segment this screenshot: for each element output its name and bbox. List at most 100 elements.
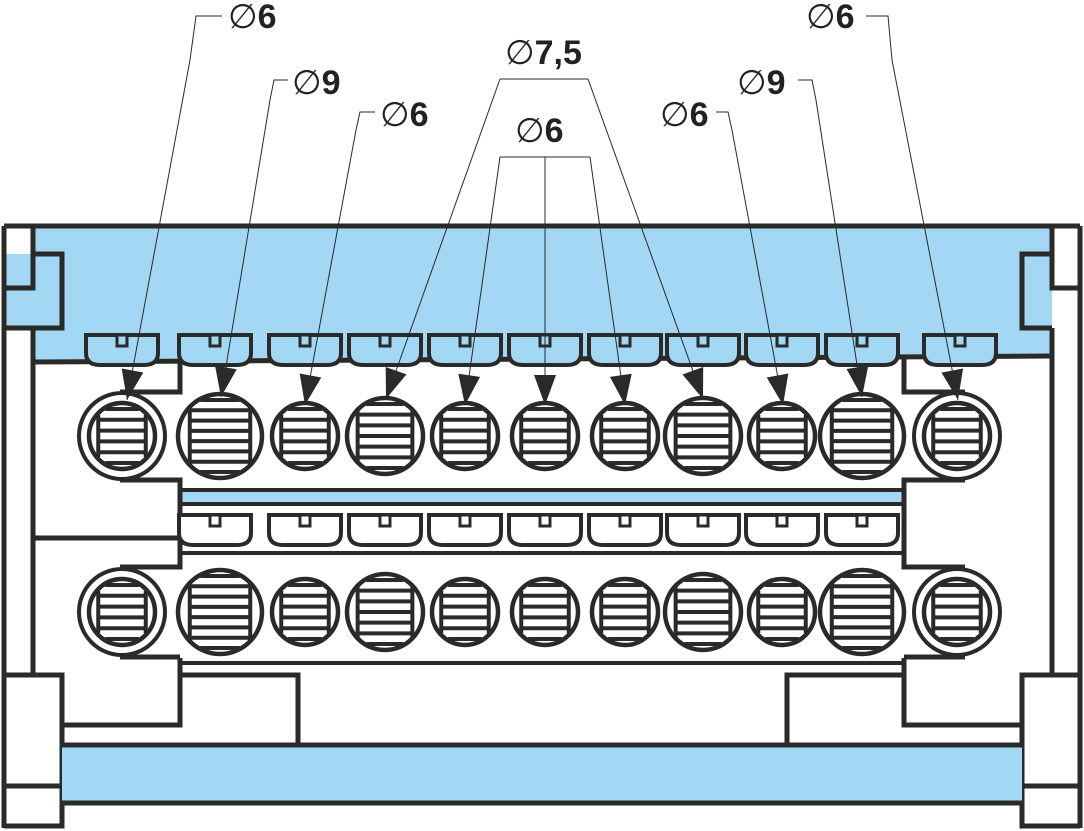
screw-slot — [696, 513, 710, 528]
screw-tab — [177, 513, 253, 547]
screw-slot — [458, 513, 472, 528]
arrowhead — [609, 373, 632, 405]
leader-line — [220, 99, 271, 398]
arrowhead — [121, 368, 144, 400]
clamp-hole-7-5 — [344, 571, 426, 653]
screw-tab — [267, 333, 343, 367]
screw-tab — [347, 513, 423, 547]
screw-slot — [696, 333, 710, 348]
leader-line — [304, 129, 357, 406]
hole-circle — [175, 567, 265, 657]
clamp-hole-6 — [429, 576, 501, 648]
arrowhead — [682, 367, 704, 399]
clamp-hole-6 — [912, 567, 1002, 657]
screw-slot — [298, 513, 312, 528]
callout-label-c4: ∅7,5 — [505, 34, 582, 72]
clamp-hole-6 — [77, 567, 167, 657]
callout-label-c8: ∅6 — [806, 0, 855, 36]
screw-slot — [378, 513, 392, 528]
outer-ring — [77, 567, 167, 657]
callout-leaders — [121, 15, 964, 406]
callout-label-c5: ∅6 — [515, 112, 564, 150]
clamp-hole-7-5 — [344, 395, 426, 477]
screw-tab — [84, 333, 160, 367]
callout-label-c2: ∅9 — [292, 64, 341, 102]
screw-tab — [507, 513, 583, 547]
callout-label-c6: ∅6 — [660, 96, 709, 134]
right-end-clamp — [1019, 223, 1083, 829]
screw-slot — [298, 333, 312, 348]
hole-circle — [817, 567, 907, 657]
clamp-hole-6 — [509, 576, 581, 648]
leader-line — [587, 78, 704, 400]
clamp-hole-6 — [77, 391, 167, 481]
clamp-hole-6 — [746, 576, 818, 648]
screw-slot — [208, 333, 222, 348]
outer-ring — [77, 391, 167, 481]
middle-strip — [180, 488, 904, 506]
screw-tab — [427, 513, 503, 547]
screw-tab — [587, 333, 663, 367]
arrowhead — [846, 365, 869, 397]
screw-tab — [665, 333, 741, 367]
screw-tab — [427, 333, 503, 367]
screw-tab — [922, 333, 998, 367]
clamp-hole-6 — [269, 400, 341, 472]
callout-label-c1: ∅6 — [228, 0, 277, 36]
leader-elbow — [355, 111, 375, 131]
screw-slot — [115, 333, 129, 348]
arrowhead — [458, 373, 481, 405]
callout-label-c3: ∅6 — [380, 96, 429, 134]
screw-slot — [378, 333, 392, 348]
screw-slot — [855, 333, 869, 348]
screw-slot — [618, 333, 632, 348]
arrowhead — [215, 365, 237, 397]
callout-labels: ∅6 ∅9 ∅6 ∅7,5 ∅6 ∅6 ∅9 ∅6 — [228, 0, 855, 150]
leader-line — [464, 156, 501, 406]
clamp-hole-6 — [429, 400, 501, 472]
screw-tab — [744, 513, 820, 547]
screw-tab — [824, 513, 900, 547]
clamp-hole-9 — [817, 567, 907, 657]
screw-slot — [855, 513, 869, 528]
clamp-hole-6 — [589, 576, 661, 648]
screw-tab — [177, 333, 253, 367]
leader-line — [126, 59, 191, 401]
hole-circle — [175, 391, 265, 481]
top-screw-tabs — [84, 333, 998, 367]
leader-elbow — [269, 79, 288, 101]
screw-tab — [744, 333, 820, 367]
screw-slot — [458, 333, 472, 348]
diameter-symbol: ∅ — [228, 0, 258, 36]
screw-slot — [208, 513, 222, 528]
screw-slot — [538, 513, 552, 528]
leader-elbow — [866, 15, 893, 61]
callout-label-c7: ∅9 — [737, 64, 786, 102]
top-row-holes — [77, 391, 1002, 481]
bottom-din-rail — [62, 658, 1022, 806]
arrowhead — [385, 367, 407, 399]
clamp-hole-6 — [746, 400, 818, 472]
leader-elbow — [716, 111, 733, 131]
arrowhead — [299, 373, 322, 405]
screw-tab — [267, 513, 343, 547]
screw-slot — [618, 513, 632, 528]
clamp-hole-9 — [817, 391, 907, 481]
arrowhead — [941, 368, 964, 400]
arrowhead — [534, 375, 556, 405]
leader-line — [891, 59, 959, 401]
clamp-hole-7-5 — [662, 395, 744, 477]
screw-tab — [665, 513, 741, 547]
leader-line — [815, 99, 863, 398]
leader-elbow — [798, 79, 817, 101]
screw-tab — [347, 333, 423, 367]
screw-slot — [953, 333, 967, 348]
clamp-hole-7-5 — [662, 571, 744, 653]
clamp-hole-6 — [912, 391, 1002, 481]
screw-tab — [824, 333, 900, 367]
clamp-hole-9 — [175, 567, 265, 657]
leader-elbow — [189, 15, 222, 61]
leader-line — [385, 78, 501, 400]
clamp-hole-9 — [175, 391, 265, 481]
